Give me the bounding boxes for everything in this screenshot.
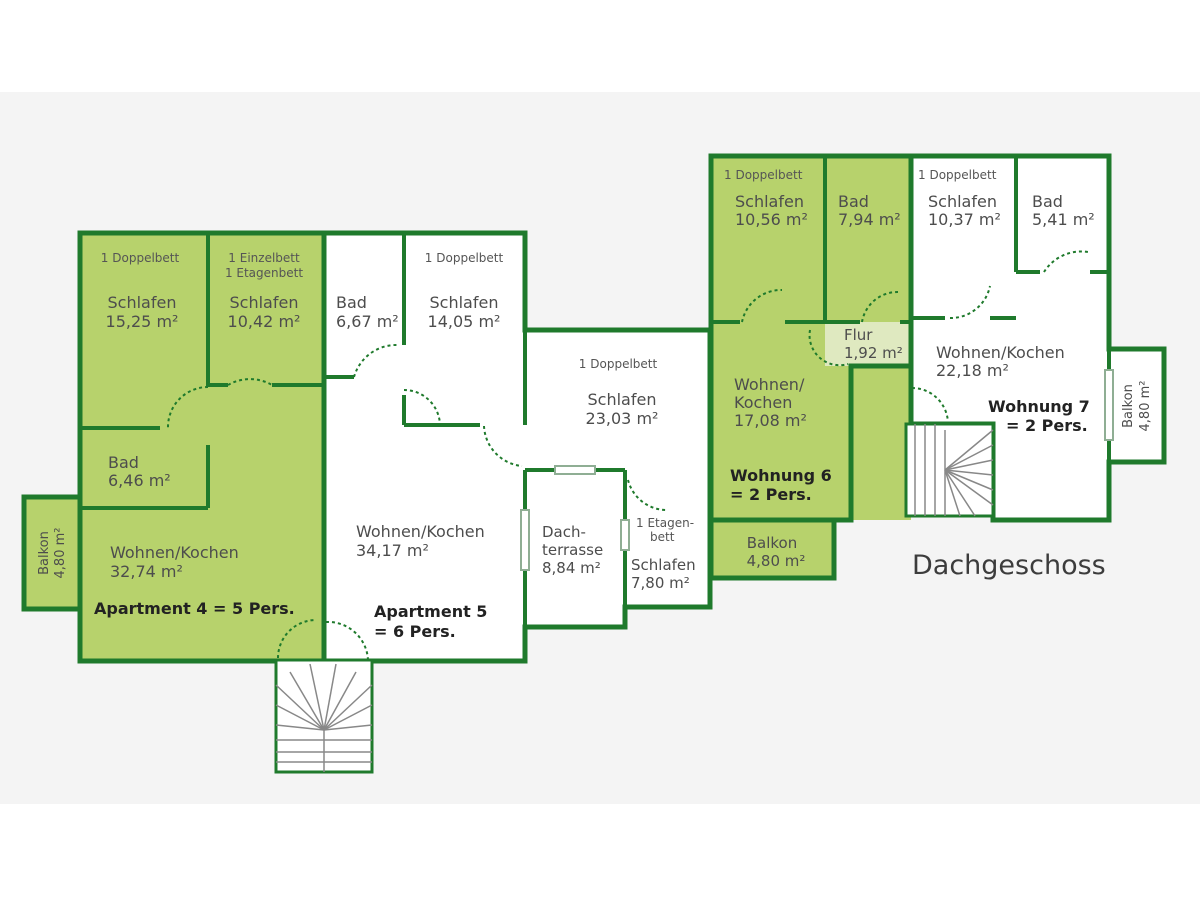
apt4-bed1-name: Schlafen [108,293,177,312]
apt5-bed3-note1: 1 Etagen- [636,516,694,530]
apt7-balcony-area: 4,80 m² [1138,381,1153,432]
apt6-hall-name: Flur [844,326,873,344]
apt5-terrace-name2: terrasse [542,541,603,559]
apt4-balcony-fill [24,497,80,609]
apt4-living-name: Wohnen/Kochen [110,543,239,562]
apt6-bed-name: Schlafen [735,192,804,211]
apt4-label: Apartment 4 = 5 Pers. [94,599,295,618]
apt5-terrace-name1: Dach- [542,523,586,541]
apt4-balcony-outline [21,494,83,612]
apt4-living-area: 32,74 m² [110,562,183,581]
apt6-bed-area: 10,56 m² [735,210,808,229]
apt4-bath-name: Bad [108,453,139,472]
apt7-bath-name: Bad [1032,192,1063,211]
apt5-living-area: 34,17 m² [356,541,429,560]
apt4-balcony-name: Balkon [37,531,52,575]
apt5-label-line1: Apartment 5 [374,602,487,621]
apt5-bed3-name: Schlafen [631,556,696,574]
apt6-label-line1: Wohnung 6 [730,466,832,485]
apartment-5 [321,230,713,664]
apt5-bath-name: Bad [336,293,367,312]
floor-title: Dachgeschoss [912,550,1106,581]
apt5-label-line2: = 6 Pers. [374,622,456,641]
apt6-balcony-fill [711,520,834,578]
apt6-hall-area: 1,92 m² [844,344,903,362]
apt4-fill [80,233,324,661]
apt6-living-area: 17,08 m² [734,411,807,430]
apt4-bed2-name: Schlafen [230,293,299,312]
apt7-label-line2: = 2 Pers. [1006,416,1088,435]
apt7-label-line1: Wohnung 7 [988,397,1090,416]
apt5-bed1-name: Schlafen [430,293,499,312]
apt6-living-name2: Kochen [734,393,792,412]
staircase-main [274,658,374,774]
apt7-bed-area: 10,37 m² [928,210,1001,229]
apt7-bed-note: 1 Doppelbett [918,168,997,182]
apt5-bed3-note2: bett [650,530,675,544]
apt5-bed1-area: 14,05 m² [428,312,501,331]
apt4-bed2-note1: 1 Einzelbett [228,251,300,265]
apartment-6 [708,153,914,581]
apt7-living-name: Wohnen/Kochen [936,343,1065,362]
apt7-bed-name: Schlafen [928,192,997,211]
apt4-bath-area: 6,46 m² [108,471,171,490]
apt6-balcony-area: 4,80 m² [747,552,806,570]
apt6-living-name1: Wohnen/ [734,375,805,394]
apt6-balcony-name: Balkon [747,534,798,552]
apt4-bed2-area: 10,42 m² [228,312,301,331]
apt5-bed2-name: Schlafen [588,390,657,409]
apartment-4 [21,230,327,664]
apt5-bed2-area: 23,03 m² [586,409,659,428]
apt5-terrace-area: 8,84 m² [542,559,601,577]
apt4-bed2-note2: 1 Etagenbett [225,266,303,280]
apt5-living-name: Wohnen/Kochen [356,522,485,541]
apt6-bath-area: 7,94 m² [838,210,901,229]
apt6-bed-note: 1 Doppelbett [724,168,803,182]
apt7-bath-area: 5,41 m² [1032,210,1095,229]
apt4-bed1-area: 15,25 m² [106,312,179,331]
apt7-balcony-name: Balkon [1121,384,1136,428]
apt5-bath-area: 6,67 m² [336,312,399,331]
apt7-living-area: 22,18 m² [936,361,1009,380]
apt6-hall-fill [825,322,909,366]
apt4-bed1-note: 1 Doppelbett [101,251,180,265]
apt5-bed1-note: 1 Doppelbett [425,251,504,265]
apt5-bed2-note: 1 Doppelbett [579,357,658,371]
apt6-label-line2: = 2 Pers. [730,485,812,504]
apt6-bath-name: Bad [838,192,869,211]
staircase-upper [904,422,995,518]
apt5-bed3-area: 7,80 m² [631,574,690,592]
apt4-balcony-area: 4,80 m² [53,528,68,579]
